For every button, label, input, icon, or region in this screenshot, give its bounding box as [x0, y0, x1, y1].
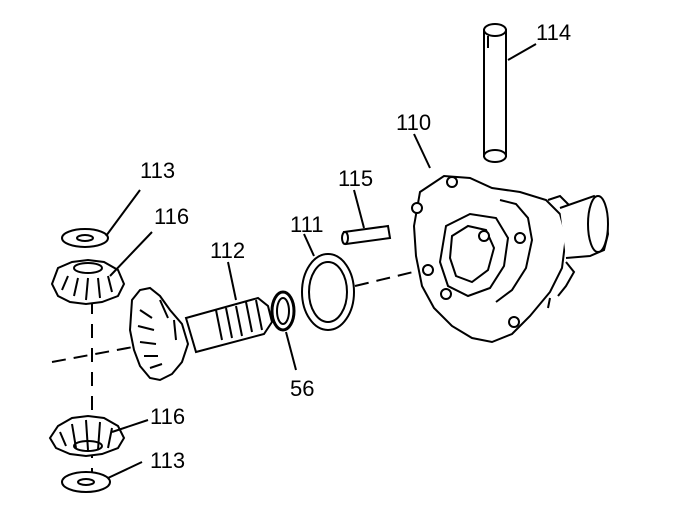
callout-110: 110 [396, 110, 431, 135]
callout-112: 112 [210, 238, 245, 263]
leader-113-top [105, 189, 141, 237]
leader-113-bottom [107, 461, 143, 479]
part-113-top-washer [61, 228, 109, 248]
leader-115 [353, 189, 365, 229]
leader-116-top [109, 231, 153, 277]
callout-113-top: 113 [140, 158, 175, 183]
part-110-differential-case [411, 174, 610, 344]
callout-116-top: 116 [154, 204, 189, 229]
leader-114 [507, 43, 537, 61]
leader-110 [413, 133, 431, 169]
leader-111 [303, 233, 315, 257]
callout-labels: 113 116 112 111 56 115 110 114 116 113 [140, 20, 571, 473]
callout-111: 111 [290, 212, 323, 237]
part-112-side-gear [128, 286, 274, 382]
callout-116-bottom: 116 [150, 404, 185, 429]
leader-112 [227, 261, 237, 301]
callout-113-bottom: 113 [150, 448, 185, 473]
callout-115: 115 [338, 166, 373, 191]
part-113-bottom-washer [61, 471, 111, 493]
part-115-lock-pin [341, 224, 392, 246]
leader-56 [285, 331, 297, 371]
part-114-pinion-shaft [483, 23, 507, 163]
callout-114: 114 [536, 20, 571, 45]
part-116-top-pinion-gear [50, 258, 126, 306]
part-111-thrust-washer [301, 253, 355, 331]
leader-lines [105, 43, 537, 479]
leader-116-bottom [111, 419, 149, 433]
callout-56: 56 [290, 376, 314, 401]
part-56-retaining-ring [270, 290, 296, 332]
part-116-bottom-pinion-gear [48, 414, 126, 458]
